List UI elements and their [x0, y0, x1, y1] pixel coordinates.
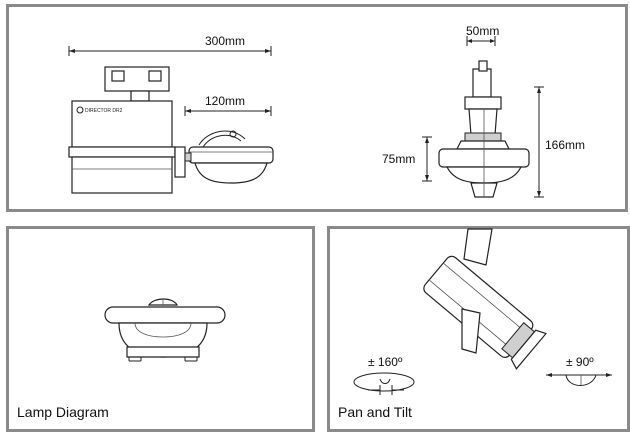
lamp-head-front — [184, 130, 274, 184]
total-height-dimension-line — [534, 86, 544, 198]
dimensions-panel: 300mm DIRECTOR DR2 120mm — [6, 4, 628, 212]
fixture-brand-label: DIRECTOR DR2 — [85, 108, 123, 114]
tilted-fixture — [423, 228, 548, 370]
lamp-diagram-caption: Lamp Diagram — [17, 404, 109, 420]
lamp-bulb — [104, 298, 226, 362]
tilt-symbol — [546, 373, 612, 386]
dimension-drawing: 300mm DIRECTOR DR2 120mm — [68, 24, 585, 198]
head-height-dimension-line — [422, 136, 432, 182]
tilt-angle-label: ± 90º — [566, 355, 594, 369]
driver-box: DIRECTOR DR2 — [68, 100, 186, 194]
pan-symbol — [353, 372, 415, 395]
pan-tilt-panel: ± 160º ± 90º Pan and Tilt — [327, 226, 630, 432]
pan-angle-label: ± 160º — [368, 355, 403, 369]
head-dimension-line — [184, 106, 272, 116]
lamp-diagram-panel: Lamp Diagram — [6, 226, 315, 432]
width-dimension-line — [68, 46, 272, 56]
track-adapter — [104, 66, 170, 102]
side-width-label: 50mm — [466, 24, 499, 38]
pan-tilt-caption: Pan and Tilt — [338, 404, 412, 420]
pan-tilt-illustration: ± 160º ± 90º — [353, 228, 612, 395]
width-dimension-label: 300mm — [205, 34, 245, 48]
lamp-illustration — [104, 298, 226, 362]
head-height-label: 75mm — [382, 152, 415, 166]
fixture-side-view — [438, 36, 530, 198]
total-height-label: 166mm — [545, 138, 585, 152]
head-dimension-label: 120mm — [205, 94, 245, 108]
